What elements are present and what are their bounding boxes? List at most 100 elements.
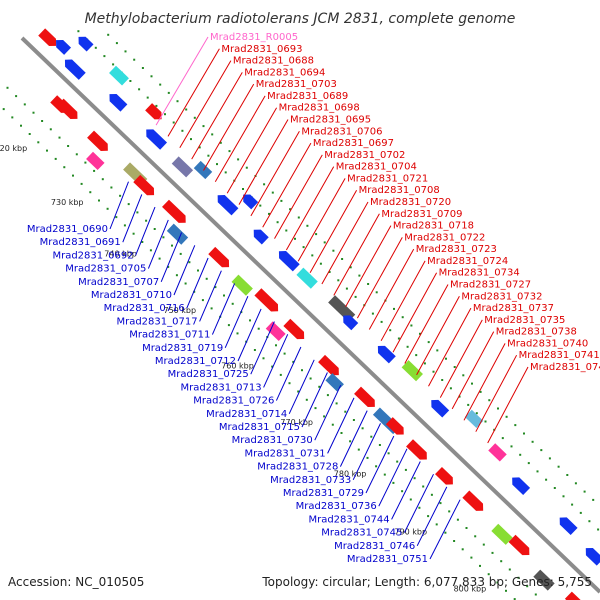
- label-leader-line: [309, 189, 358, 273]
- forward-gene-arrow: [283, 318, 305, 340]
- tick-dot: [534, 593, 537, 596]
- tick-dot: [497, 407, 499, 410]
- tick-dot: [112, 63, 115, 66]
- gene-label: Mrad2831_0690: [27, 224, 108, 235]
- tick-dot: [540, 449, 543, 452]
- tick-dot: [335, 402, 338, 405]
- tick-dot: [193, 116, 196, 119]
- tick-dot: [470, 556, 473, 559]
- gene-label: Mrad2831_0745: [321, 528, 402, 539]
- gene-feature: [265, 321, 286, 342]
- tick-dot: [323, 241, 326, 244]
- gene-label: Mrad2831_0722: [404, 232, 485, 243]
- gene-label: Mrad2831_0705: [65, 264, 146, 275]
- gene-label: Mrad2831_0720: [370, 197, 451, 208]
- label-leader-line: [238, 119, 289, 205]
- gene-label: Mrad2831_0746: [334, 541, 415, 552]
- tick-dot: [279, 373, 282, 376]
- tick-dot: [432, 370, 435, 373]
- tick-dot: [357, 448, 360, 451]
- tick-dot: [141, 67, 144, 69]
- tick-dot: [456, 518, 459, 521]
- tick-dot: [505, 589, 507, 592]
- tick-dot: [110, 186, 113, 189]
- tick-dot: [149, 249, 152, 252]
- tick-dot: [389, 329, 392, 332]
- reverse-gene-arrow: [559, 517, 578, 536]
- forward-gene-arrow: [162, 199, 186, 223]
- reverse-gene-arrow: [109, 94, 128, 112]
- gene-feature: [145, 103, 162, 120]
- feature-block: [533, 569, 555, 591]
- gene-feature: [377, 345, 396, 364]
- tick-dot: [331, 423, 334, 426]
- gene-feature: [87, 130, 108, 151]
- tick-dot: [302, 246, 305, 249]
- tick-dot: [475, 412, 478, 415]
- tick-dot: [531, 440, 534, 443]
- label-leader-line: [122, 194, 143, 243]
- label-leader-line: [428, 307, 472, 387]
- map-title: Methylobacterium radiotolerans JCM 2831,…: [85, 11, 516, 27]
- tick-dot: [501, 437, 504, 440]
- gene-label: Mrad2831_0723: [416, 244, 497, 255]
- tick-dot: [375, 291, 378, 294]
- tick-dot: [11, 116, 14, 119]
- gene-feature: [296, 267, 318, 289]
- gene-label: Mrad2831_0708: [359, 185, 440, 196]
- gene-label: Mrad2831_0729: [283, 488, 364, 499]
- feature-block: [488, 443, 507, 462]
- tick-dot: [49, 128, 52, 131]
- label-leader-line: [339, 410, 368, 467]
- tick-dot: [257, 327, 260, 330]
- tick-dot: [211, 133, 214, 136]
- gene-label: Mrad2831_0693: [221, 44, 302, 55]
- label-leader-line: [416, 486, 448, 547]
- tick-dot: [409, 498, 412, 501]
- tick-dot: [133, 58, 136, 61]
- tick-dot: [176, 100, 179, 103]
- tick-dot: [344, 410, 347, 413]
- label-leader-line: [297, 178, 346, 262]
- label-leader-line: [352, 423, 381, 481]
- gene-label: Mrad2831_0736: [296, 501, 377, 512]
- tick-dot: [153, 228, 156, 230]
- tick-dot: [465, 527, 468, 529]
- tick-dot: [268, 212, 270, 215]
- tick-dot: [397, 337, 400, 340]
- tick-dot: [259, 204, 262, 207]
- tick-dot: [410, 324, 413, 327]
- feature-block: [265, 321, 286, 342]
- tick-dot: [271, 191, 274, 194]
- tick-dot: [378, 444, 381, 446]
- tick-dot: [236, 332, 239, 335]
- tick-dot: [311, 254, 314, 257]
- tick-dot: [84, 161, 87, 164]
- feature-block: [166, 223, 189, 245]
- tick-dot: [566, 474, 569, 476]
- tick-dot: [46, 149, 48, 152]
- tick-dot: [545, 478, 548, 481]
- reverse-gene-arrow: [243, 194, 259, 210]
- tick-dot: [462, 374, 465, 377]
- tick-dot: [406, 345, 409, 348]
- gene-feature: [431, 399, 450, 418]
- gene-label: Mrad2831_0727: [450, 280, 531, 291]
- backbone-arc: [20, 36, 600, 594]
- forward-gene-arrow: [564, 591, 583, 600]
- gene-feature: [171, 156, 194, 178]
- reverse-gene-arrow: [343, 315, 359, 331]
- tick-dot: [80, 182, 83, 185]
- gene-feature: [318, 354, 339, 376]
- feature-block: [491, 523, 513, 545]
- feature-block: [464, 409, 484, 429]
- tick-dot: [487, 573, 490, 576]
- reverse-gene-arrow: [78, 36, 94, 52]
- label-leader-line: [301, 372, 328, 428]
- tick-dot: [179, 252, 182, 255]
- gene-feature: [559, 517, 578, 536]
- scale-label: 780 kbp: [334, 469, 367, 478]
- scale-label: 760 kbp: [221, 361, 254, 370]
- label-leader-line: [262, 142, 312, 228]
